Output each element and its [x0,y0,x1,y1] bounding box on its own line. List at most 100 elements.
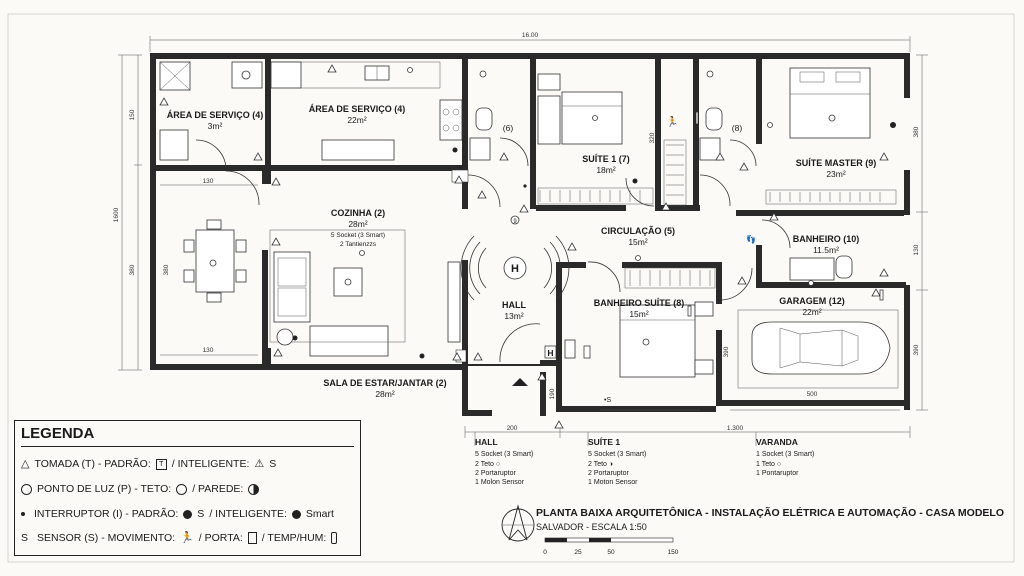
motion-sensor-icon: 🏃 [180,531,194,544]
legend-socket-label: TOMADA (T) - PADRÃO: [34,458,151,470]
wall-light-icon [890,122,896,128]
dim-right-low: 390 [913,344,920,355]
wall-light-icon [419,353,425,359]
note-suite1-line: 2 Teto ◑ [588,461,613,468]
room-hall-area: 13m² [504,311,524,321]
ceiling-light-icon [767,122,773,128]
room-suite-master-name: SUÍTE MASTER (9) [796,158,877,168]
socket-icon [879,152,889,161]
legend-divider [21,446,354,447]
room-circulacao-area: 15m² [628,237,648,247]
room-suite-master-area: 23m² [826,169,846,179]
socket-icon [567,242,577,251]
smart-switch-icon [291,509,301,519]
legend-row-light: PONTO DE LUZ (P) - TETO: / PAREDE: [21,483,260,495]
room-banheiro-suite-area: 15m² [629,309,649,319]
note-hall-line: 2 Teto ○ [475,461,500,468]
legend-switch-label: INTERRUPTOR (I) - PADRÃO: [34,508,179,520]
socket-icon [879,268,889,277]
socket-icon [554,420,564,429]
legend-switch-std: S [197,508,205,520]
scale-bar: 0 25 50 150 [543,537,679,556]
footprint-icon: 👣 [746,234,756,244]
thermometer-icon [879,289,884,301]
socket-icon [452,352,462,361]
note-suite1-line: 2 Portaruptor [588,470,630,477]
legend-row-switch: INTERRUPTOR (I) - PADRÃO: S / INTELIGENT… [21,508,334,520]
note-suite1-line: 5 Socket (3 Smart) [588,451,646,458]
socket-icon: △ [21,457,30,470]
smart-socket-icon: ⚠ [254,457,265,470]
bottom-dimensions: 200 1.300 500 [464,391,911,438]
sheet-border [7,13,1015,563]
ceiling-light-icon [828,114,836,122]
ceiling-light-icon [642,338,650,346]
room-notes: HALL 5 Socket (3 Smart) 2 Teto ○ 2 Porta… [474,432,814,486]
room-cozinha-name: COZINHA (2) [331,208,385,218]
walls [150,53,910,416]
legend-sensor-prefix: S [21,532,29,544]
legend-switch-sep: / INTELIGENTE: [209,508,287,520]
socket-icon [271,177,281,186]
smart-switch-icon [544,345,557,359]
inner-dimensions: 130 130 380 320 390 190 [160,132,730,399]
note-varanda-title: VARANDA [756,437,798,447]
sensor-icon [510,215,520,225]
room-sala-area: 28m² [375,389,395,399]
ceiling-light-icon [808,280,814,286]
legend-switch-smart: Smart [305,508,334,520]
doors [195,137,791,363]
left-dimensions: 150 1600 380 [113,54,142,371]
legend-light-sep: / PAREDE: [192,483,244,495]
socket-icon [519,204,529,213]
room-banheiro-name: BANHEIRO (10) [793,234,860,244]
switch-dot-icon [21,512,25,516]
socket-icon [737,276,747,285]
room-servico-small-area: 3m² [208,121,223,131]
room-wc8-name: (8) [732,123,743,133]
room-suite1-name: SUÍTE 1 (7) [582,154,630,164]
scale-tick-label: 150 [668,549,679,556]
ceiling-light-icon [359,250,365,256]
hall-switch-label: H [547,348,553,358]
socket-icon [537,372,547,381]
socket-icon [327,64,337,73]
dim-bath-side: 390 [723,346,730,357]
note-varanda-line: 1 Socket (3 Smart) [756,451,814,458]
legend-panel: LEGENDA △ TOMADA (T) - PADRÃO: T / INTEL… [14,420,361,556]
room-garagem-name: GARAGEM (12) [779,296,845,306]
room-servico-small-name: ÁREA DE SERVIÇO (4) [167,110,264,120]
dim-bottom-hall: 200 [507,425,518,432]
electrical-symbols: H H 9 🏃 👣 •S [159,64,896,429]
dim-kitchen-top: 130 [203,178,214,185]
dim-left-total: 1600 [113,207,120,222]
socket-icon [271,237,281,246]
socket-icon [253,152,263,161]
scale-tick-label: 25 [574,549,582,556]
note-suite1-line: 1 Moton Sensor [588,479,638,486]
note-hall-line: 1 Molon Sensor [475,479,525,486]
socket-icon [159,97,169,106]
socket-icon [715,152,725,161]
legend-title: LEGENDA [21,425,95,442]
wall-light-icon [452,147,458,153]
legend-row-socket: △ TOMADA (T) - PADRÃO: T / INTELIGENTE: … [21,458,276,470]
socket-icon [273,348,283,357]
wall-light-icon [632,178,638,184]
room-wc6-name: (6) [503,123,514,133]
entrance-arrow-icon [512,378,528,386]
dim-dining-bottom: 130 [203,347,214,354]
dim-left-mid: 380 [129,264,136,275]
scale-tick-label: 50 [607,549,615,556]
room-banheiro-suite-name: BANHEIRO SUÍTE (8) [594,298,685,308]
motion-sensor-icon: 🏃 [666,115,678,128]
wall-light-icon [248,483,260,495]
room-banheiro-area: 11.5m² [813,245,839,255]
furniture [159,61,899,411]
dim-right-top: 380 [913,126,920,137]
note-hall-title: HALL [475,437,498,447]
room-sala-name: SALA DE ESTAR/JANTAR (2) [323,378,446,388]
ceiling-light-icon [176,483,188,495]
ceiling-light-icon [209,259,217,267]
drawing-title: PLANTA BAIXA ARQUITETÔNICA - INSTALAÇÃO … [536,507,1005,519]
